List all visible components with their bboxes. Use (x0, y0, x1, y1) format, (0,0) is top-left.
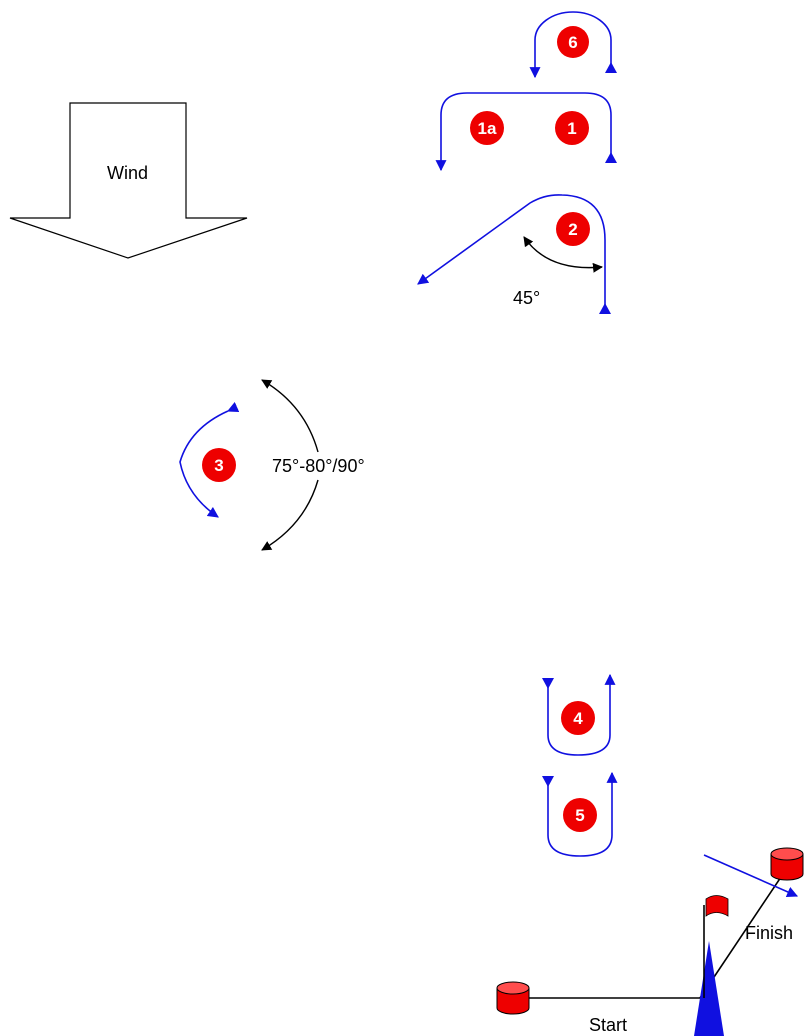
mark-1a-buoy (470, 111, 504, 145)
angle-45-label: 45° (513, 288, 540, 308)
mark-4-start-marker (542, 678, 554, 689)
wind-label: Wind (107, 163, 148, 183)
mark-1-start-marker (605, 152, 617, 163)
mark-4-path (547, 673, 616, 756)
committee-boat (694, 895, 729, 1036)
angle-75-80-arc-top (261, 379, 319, 453)
mark-2-rounding: 2 45° (417, 194, 611, 314)
mark-5-path (547, 771, 618, 857)
mark-2-label: 2 (568, 220, 577, 239)
mark-6-path (529, 11, 612, 79)
start-finish-area: Start Finish (496, 847, 804, 1036)
finish-buoy (770, 847, 804, 881)
mark-2-start-marker (599, 303, 611, 314)
wind-arrow: Wind (9, 102, 248, 259)
angle-45-arc (523, 236, 603, 273)
mark-3-buoy (202, 448, 236, 482)
mark-2-path (417, 194, 606, 311)
mark-4-rounding: 4 (542, 673, 616, 756)
mark-6-rounding: 6 (529, 11, 617, 79)
finish-direction-arrow (703, 854, 799, 898)
mark-5-start-marker (542, 776, 554, 787)
mark-3-label: 3 (214, 456, 223, 475)
angle-75-80-arc-bottom (261, 479, 319, 551)
angle-75-80-label: 75°-80°/90° (272, 456, 365, 476)
mark-1-buoy (555, 111, 589, 145)
mark-4-buoy (561, 701, 595, 735)
mark-1-rounding: 1a 1 (435, 92, 617, 172)
mark-6-start-marker (605, 62, 617, 73)
mark-6-label: 6 (568, 33, 577, 52)
finish-label: Finish (745, 923, 793, 943)
committee-flag (705, 895, 729, 917)
mark-4-label: 4 (573, 709, 583, 728)
mark-6-buoy (557, 26, 589, 58)
mark-5-rounding: 5 (542, 771, 618, 857)
mark-3-path (179, 401, 240, 518)
start-buoy (496, 981, 530, 1015)
mark-5-label: 5 (575, 806, 584, 825)
mark-1-label: 1 (567, 119, 576, 138)
start-label: Start (589, 1015, 627, 1035)
mark-1a-label: 1a (478, 119, 497, 138)
mark-3-rounding: 3 75°-80°/90° (179, 379, 365, 551)
mark-5-buoy (563, 798, 597, 832)
mark-1-path (435, 92, 612, 172)
